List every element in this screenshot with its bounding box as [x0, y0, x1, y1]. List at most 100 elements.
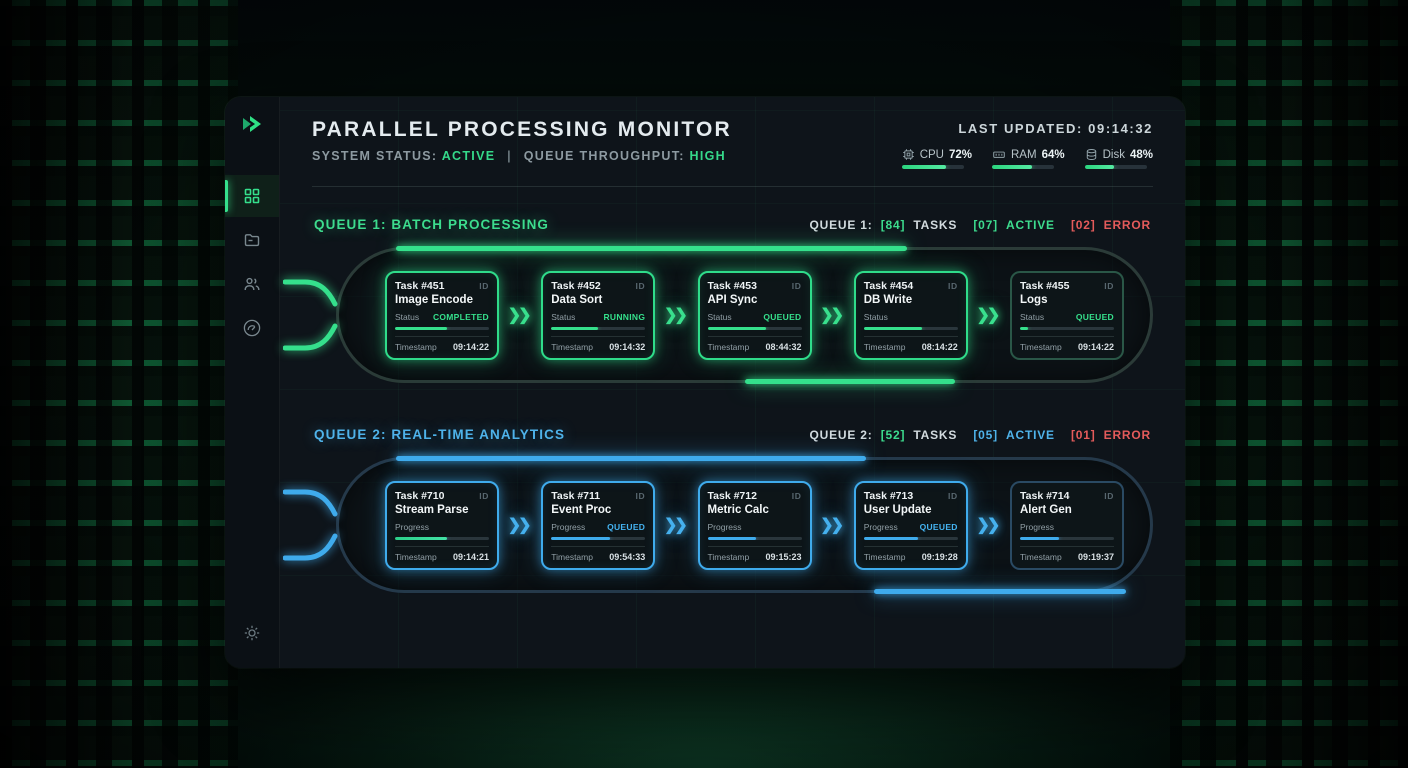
flow-arrow-icon: ❯❯	[820, 517, 844, 534]
gauge-icon	[242, 318, 262, 338]
field-label: Progress	[863, 521, 898, 532]
pipe-glow-bottom	[874, 589, 1126, 594]
timestamp-value: 09:14:22	[1077, 341, 1114, 352]
task-name: Data Sort	[551, 293, 603, 306]
progress-bar	[863, 326, 958, 330]
pipe-glow-top	[395, 456, 867, 461]
disk-meter: Disk 48%	[1084, 148, 1153, 169]
progress-fill	[551, 536, 610, 540]
queue-1-header: QUEUE 1: BATCH PROCESSING QUEUE 1: [84] …	[312, 217, 1153, 232]
progress-bar	[707, 326, 802, 330]
timestamp-label: Timestamp	[863, 551, 906, 562]
task-name: Metric Calc	[707, 503, 769, 516]
pipe-glow-top	[395, 246, 907, 251]
sidebar-item-users[interactable]	[225, 263, 279, 305]
field-label: Status	[395, 311, 420, 322]
status-value: QUEUED	[1075, 311, 1114, 322]
ram-value: 64%	[1041, 148, 1065, 161]
app-logo-icon	[240, 113, 264, 135]
field-label: Status	[551, 311, 576, 322]
ram-icon	[992, 148, 1006, 161]
status-value: QUEUED	[763, 311, 802, 322]
queue-2-track: Task #710 ID Stream Parse Progress Timest…	[385, 480, 1124, 570]
task-name: DB Write	[863, 293, 913, 306]
ram-bar-fill	[992, 165, 1032, 169]
task-id: Task #453	[707, 279, 757, 292]
task-id: Task #454	[863, 279, 914, 292]
task-id: Task #455	[1020, 279, 1070, 292]
system-status-label: SYSTEM STATUS:	[312, 149, 438, 163]
pipe-connector	[283, 279, 338, 351]
progress-fill	[1020, 326, 1028, 330]
cpu-bar-fill	[901, 165, 947, 169]
progress-bar	[551, 326, 646, 330]
task-name: Alert Gen	[1020, 503, 1072, 516]
id-tag: ID	[635, 280, 646, 291]
id-tag: ID	[948, 280, 958, 291]
progress-fill	[395, 536, 447, 540]
error-count: [01]	[1070, 428, 1096, 442]
timestamp-label: Timestamp	[395, 551, 437, 562]
stats-prefix: QUEUE 2:	[809, 428, 873, 442]
sidebar-nav	[225, 175, 279, 349]
progress-bar	[707, 536, 802, 540]
error-label: ERROR	[1103, 428, 1151, 442]
sidebar-item-files[interactable]	[225, 219, 279, 261]
id-tag: ID	[791, 490, 802, 501]
app-window: PARALLEL PROCESSING MONITOR SYSTEM STATU…	[225, 97, 1185, 668]
folder-icon	[243, 231, 261, 249]
status-value: QUEUED	[919, 521, 958, 532]
flow-arrow-icon: ❯❯	[507, 517, 532, 534]
active-count: [07]	[973, 218, 998, 232]
timestamp-label: Timestamp	[551, 341, 593, 352]
progress-bar	[395, 536, 489, 540]
queue-2-pipeline: Task #710 ID Stream Parse Progress Timest…	[283, 456, 1153, 594]
timestamp-label: Timestamp	[1020, 341, 1062, 352]
active-label: ACTIVE	[1006, 218, 1055, 232]
system-status-value: ACTIVE	[441, 149, 496, 163]
field-label: Progress	[395, 521, 430, 532]
progress-fill	[1020, 536, 1060, 540]
sidebar	[225, 97, 280, 668]
progress-bar	[551, 536, 646, 540]
active-label: ACTIVE	[1006, 428, 1055, 442]
progress-fill	[863, 326, 923, 330]
flow-arrow-icon: ❯❯	[976, 307, 1000, 324]
timestamp-label: Timestamp	[551, 551, 593, 562]
queue-2-stats: QUEUE 2: [52] TASKS [05] ACTIVE [01] ERR…	[806, 428, 1152, 442]
field-label: Progress	[707, 521, 742, 532]
cpu-label: CPU	[919, 148, 944, 161]
disk-bar-fill	[1084, 165, 1115, 169]
progress-fill	[863, 536, 919, 540]
task-name: Stream Parse	[395, 503, 469, 516]
tasks-label: TASKS	[913, 428, 958, 442]
task-name: Logs	[1020, 293, 1048, 306]
queue-2-title: QUEUE 2: REAL-TIME ANALYTICS	[314, 427, 566, 442]
progress-bar	[863, 536, 958, 540]
sidebar-item-performance[interactable]	[225, 307, 279, 349]
id-tag: ID	[635, 490, 646, 501]
flow-arrow-icon: ❯❯	[820, 307, 844, 324]
timestamp-value: 09:54:33	[609, 551, 646, 562]
task-id: Task #710	[395, 489, 445, 502]
id-tag: ID	[1104, 280, 1114, 291]
status-value: QUEUED	[607, 521, 646, 532]
system-meters: CPU 72%	[901, 148, 1153, 169]
task-name: API Sync	[707, 293, 758, 306]
sidebar-item-settings[interactable]	[225, 612, 279, 654]
sidebar-item-dashboard[interactable]	[225, 175, 279, 217]
flow-arrow-icon: ❯❯	[976, 517, 1000, 534]
queue-2-header: QUEUE 2: REAL-TIME ANALYTICS QUEUE 2: [5…	[312, 427, 1153, 442]
